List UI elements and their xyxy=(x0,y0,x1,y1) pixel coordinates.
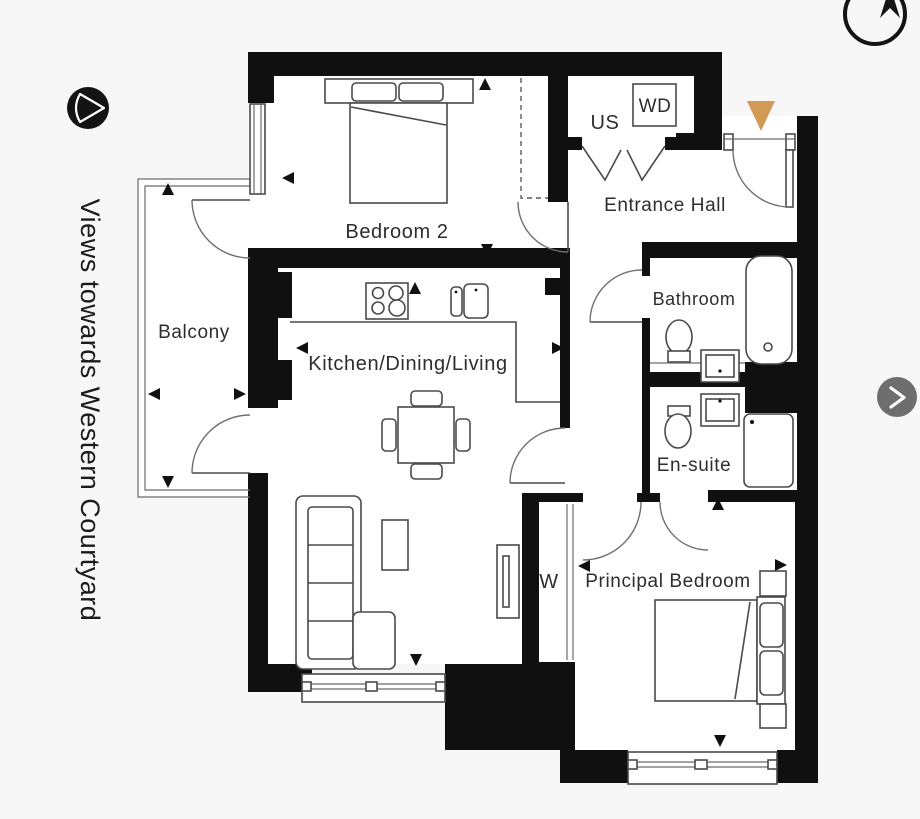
pillow xyxy=(351,82,397,102)
room-label-principal-bedroom: Principal Bedroom xyxy=(585,571,750,592)
toilet-icon xyxy=(664,413,692,449)
bed xyxy=(349,102,448,204)
bathtub-icon xyxy=(745,255,793,365)
next-button[interactable] xyxy=(877,377,917,417)
ensuite-fixtures xyxy=(664,393,794,488)
compass-north-icon xyxy=(843,0,907,46)
sink-icon xyxy=(450,283,489,319)
room-label-bathroom: Bathroom xyxy=(653,289,736,309)
fitted-wardrobe-dashed xyxy=(520,78,548,199)
basin-icon xyxy=(700,349,740,383)
principal-bedroom-furniture xyxy=(654,570,787,729)
walls xyxy=(248,52,818,783)
room-label-kitchen: Kitchen/Dining/Living xyxy=(308,353,507,375)
bathroom-fixtures xyxy=(650,255,793,383)
bed xyxy=(654,599,758,702)
room-label-bedroom-2: Bedroom 2 xyxy=(345,221,448,243)
sofa xyxy=(295,495,396,670)
pillow xyxy=(398,82,444,102)
room-label-balcony: Balcony xyxy=(158,322,230,343)
bedside-table xyxy=(759,703,787,729)
direction-markers xyxy=(148,78,787,747)
chevron-right-icon xyxy=(889,386,906,409)
washer-dryer-box xyxy=(632,83,677,127)
view-direction-icon xyxy=(67,87,109,129)
bedroom2-furniture xyxy=(324,78,548,204)
doors xyxy=(191,133,796,660)
shower-icon xyxy=(743,413,794,488)
room-label-wardrobe: W xyxy=(539,571,558,593)
toilet-icon xyxy=(665,319,693,355)
pillow xyxy=(759,650,784,696)
kitchen-fittings xyxy=(290,282,560,480)
bedside-table xyxy=(759,570,787,597)
room-label-ensuite: En-suite xyxy=(657,455,732,476)
dining-table xyxy=(381,390,471,480)
basin-icon xyxy=(700,393,740,427)
kitchen-counter xyxy=(290,321,560,403)
entrance-marker-icon xyxy=(747,101,775,131)
room-labels: Bedroom 2 Entrance Hall Bathroom En-suit… xyxy=(158,96,750,593)
room-label-entrance-hall: Entrance Hall xyxy=(604,195,726,216)
coffee-table xyxy=(381,519,409,571)
hob-icon xyxy=(365,282,409,320)
windows xyxy=(249,103,778,785)
entrance-fittings xyxy=(632,83,677,127)
room-label-washer-dryer: WD xyxy=(639,96,672,117)
room-label-utility-store: US xyxy=(591,112,620,134)
balcony-railing xyxy=(137,178,250,498)
living-furniture xyxy=(295,495,520,670)
tv-unit xyxy=(496,544,520,619)
pillow xyxy=(759,602,784,648)
